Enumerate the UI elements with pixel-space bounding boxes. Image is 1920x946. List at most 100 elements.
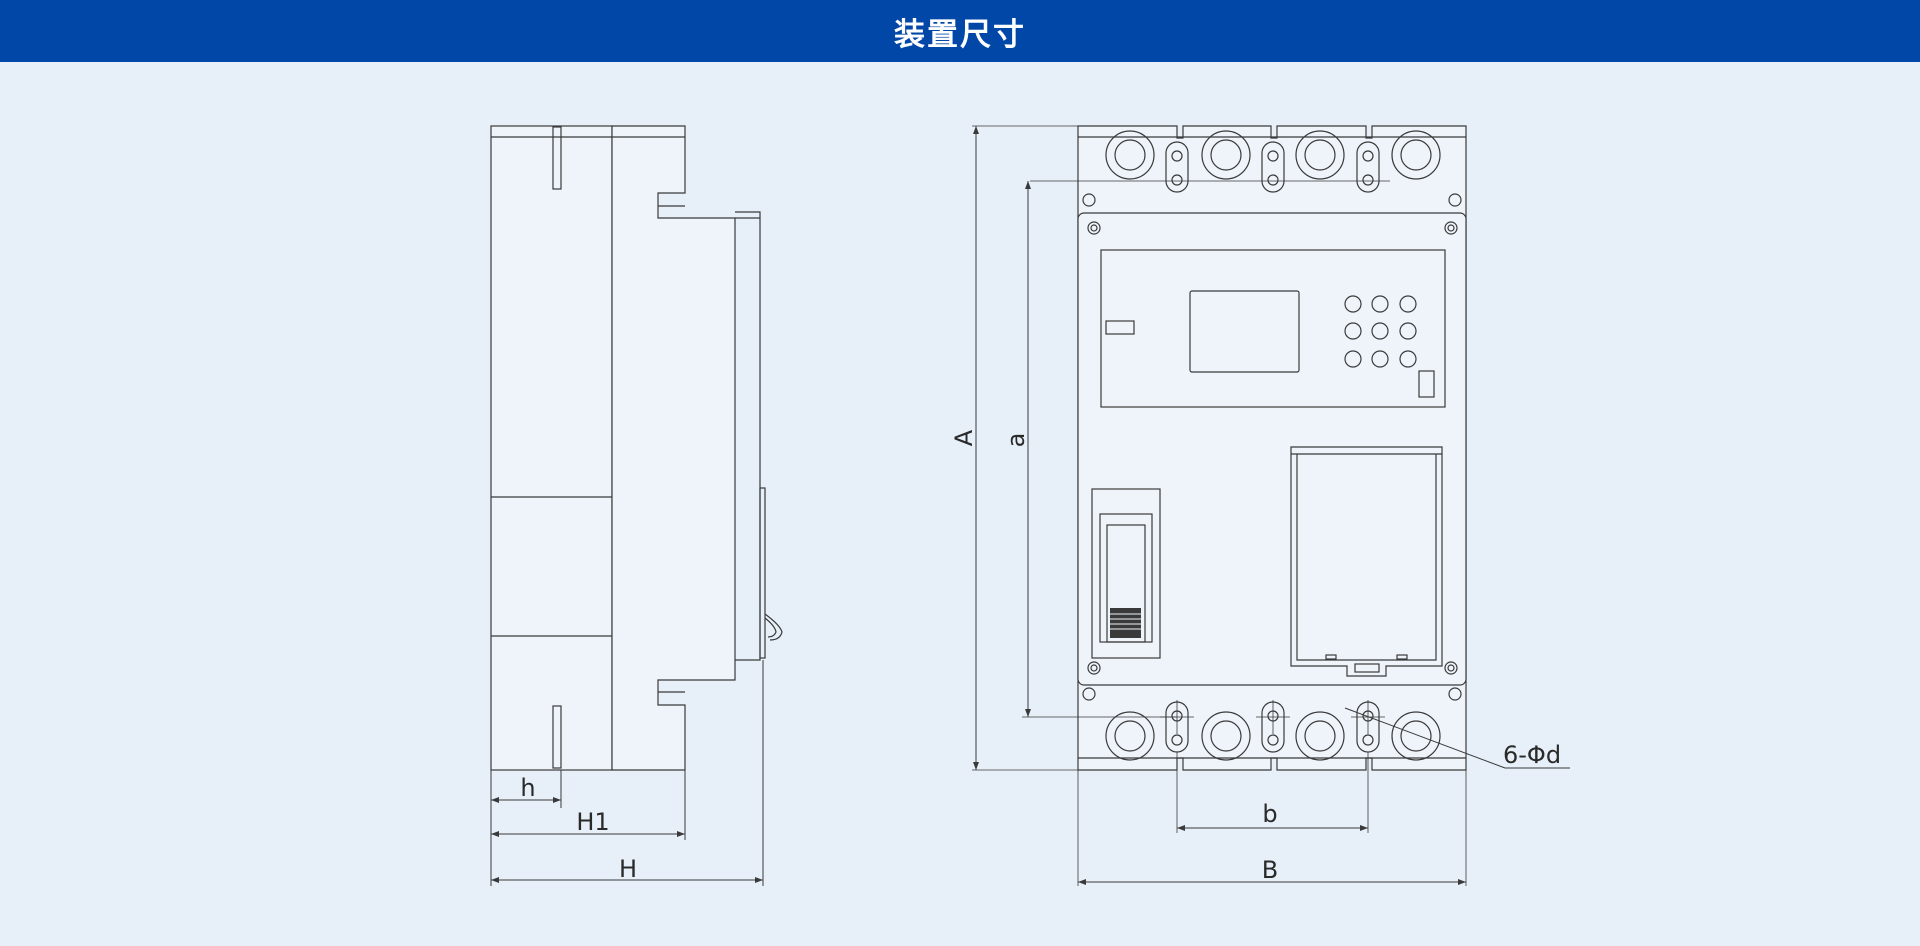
page-header: 装置尺寸 — [0, 0, 1920, 62]
terminal-inner — [1304, 139, 1336, 171]
terminal-icon — [1201, 711, 1251, 761]
page-title: 装置尺寸 — [894, 16, 1026, 53]
dim-B-arrow-left — [1078, 879, 1086, 885]
dim-h-arrow-right — [553, 797, 561, 803]
mount-hole-icon — [1362, 734, 1374, 746]
terminal-icon — [1201, 130, 1251, 180]
mount-hole-icon — [1362, 150, 1374, 162]
terminal-icon — [1105, 130, 1155, 180]
terminal-inner — [1304, 720, 1336, 752]
flap-clip — [1325, 654, 1337, 660]
dim-H1-arrow-right — [677, 831, 685, 837]
side-handle-inner — [764, 617, 777, 638]
side-body-front — [490, 125, 613, 771]
dim-A-arrow-bottom — [973, 762, 979, 770]
hole-leader-line — [1344, 707, 1506, 769]
upper-terminals — [1082, 130, 1462, 207]
dim-A-arrow-top — [973, 126, 979, 134]
port-slot — [1418, 370, 1435, 398]
terminal-inner — [1114, 139, 1146, 171]
keypad — [1344, 295, 1417, 368]
flap-clip — [1396, 654, 1408, 660]
dim-b-arrow-right — [1360, 825, 1368, 831]
terminal-icon — [1105, 711, 1155, 761]
flap-latch — [1354, 663, 1380, 673]
dim-B-arrow-right — [1458, 879, 1466, 885]
screw-icon — [1444, 221, 1458, 235]
screw-icon — [1448, 193, 1462, 207]
dimension-drawing: h H1 H A a b B 6-Φd — [0, 62, 1920, 942]
flap-inner — [1296, 454, 1437, 661]
label-B: B — [1262, 856, 1278, 884]
terminal-inner — [1114, 720, 1146, 752]
terminal-icon — [1391, 130, 1441, 180]
mount-slot — [1165, 141, 1189, 193]
key-button-icon — [1399, 350, 1417, 368]
screw-inner — [1447, 664, 1455, 672]
side-body-rear — [611, 125, 736, 771]
handle-slot — [1106, 524, 1146, 643]
screw-icon — [1448, 687, 1462, 701]
mount-slot — [1356, 141, 1380, 193]
mount-slot — [1261, 141, 1285, 193]
terminal-inner — [1400, 720, 1432, 752]
label-H1: H1 — [576, 808, 609, 836]
mount-hole-icon — [1267, 734, 1279, 746]
label-H: H — [619, 855, 637, 883]
side-slot-bottom — [552, 705, 562, 769]
label-b: b — [1262, 800, 1277, 828]
toggle-handle-icon — [1110, 608, 1141, 638]
dim-h-arrow-left — [491, 797, 499, 803]
lcd-display — [1189, 290, 1300, 373]
front-cover-panel — [1077, 212, 1467, 686]
terminal-icon — [1295, 711, 1345, 761]
key-button-icon — [1371, 350, 1389, 368]
terminal-inner — [1400, 139, 1432, 171]
label-A: A — [950, 429, 978, 446]
mount-hole-icon — [1171, 734, 1183, 746]
terminal-inner — [1210, 139, 1242, 171]
indicator-led — [1105, 320, 1135, 335]
screw-inner — [1090, 664, 1098, 672]
screw-inner — [1447, 224, 1455, 232]
dim-a-arrow-bottom — [1025, 709, 1031, 717]
mount-hole-icon — [1171, 174, 1183, 186]
control-panel — [1100, 249, 1446, 408]
terminal-inner — [1210, 720, 1242, 752]
mount-hole-icon — [1362, 174, 1374, 186]
label-h: h — [520, 774, 535, 802]
key-button-icon — [1371, 295, 1389, 313]
key-button-icon — [1344, 350, 1362, 368]
front-view — [972, 125, 1570, 886]
side-view — [490, 125, 783, 886]
dim-b-arrow-left — [1177, 825, 1185, 831]
side-handle — [764, 613, 783, 641]
mount-hole-icon — [1171, 150, 1183, 162]
screw-icon — [1082, 193, 1096, 207]
screw-icon — [1082, 687, 1096, 701]
screw-icon — [1444, 661, 1458, 675]
terminal-icon — [1391, 711, 1441, 761]
dim-H-arrow-right — [755, 877, 763, 883]
side-slot-top — [552, 126, 562, 190]
terminal-icon — [1295, 130, 1345, 180]
key-button-icon — [1344, 322, 1362, 340]
terminal-cover-flap — [1290, 446, 1443, 677]
key-button-icon — [1371, 322, 1389, 340]
dim-H-arrow-left — [491, 877, 499, 883]
key-button-icon — [1344, 295, 1362, 313]
label-hole-spec: 6-Φd — [1503, 741, 1561, 769]
key-button-icon — [1399, 322, 1417, 340]
drawing-canvas: h H1 H A a b B 6-Φd — [490, 125, 1570, 886]
key-button-icon — [1399, 295, 1417, 313]
side-face-plate — [735, 211, 761, 661]
dim-H1-arrow-left — [491, 831, 499, 837]
screw-icon — [1087, 221, 1101, 235]
screw-icon — [1087, 661, 1101, 675]
dim-a-arrow-top — [1025, 181, 1031, 189]
mount-hole-icon — [1267, 174, 1279, 186]
screw-inner — [1090, 224, 1098, 232]
handle-window — [1091, 488, 1161, 659]
label-a: a — [1002, 433, 1030, 448]
mount-hole-icon — [1267, 150, 1279, 162]
